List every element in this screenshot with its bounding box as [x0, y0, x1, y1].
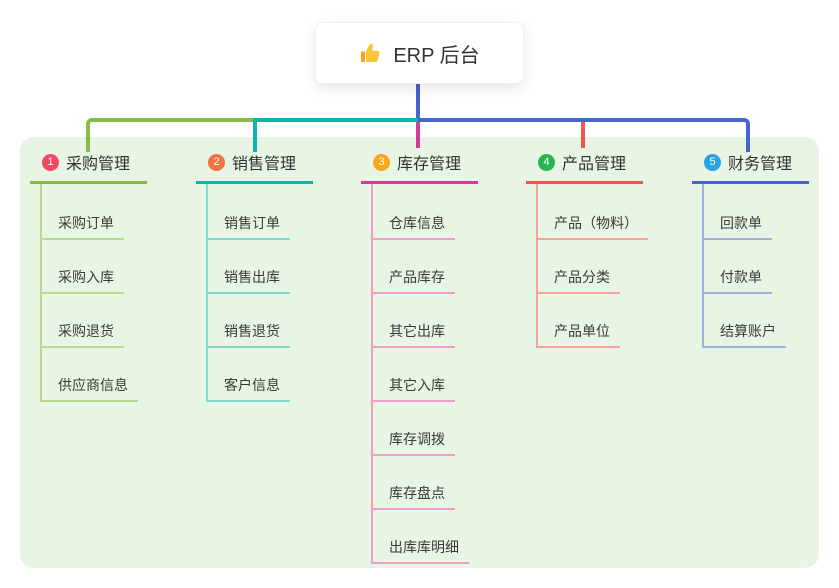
- branch-label: 采购管理: [66, 156, 131, 173]
- child-node[interactable]: 销售退货: [208, 321, 290, 348]
- branch-children: 采购订单 采购入库 采购退货 供应商信息: [40, 184, 190, 402]
- child-node[interactable]: 采购入库: [42, 267, 124, 294]
- root-label: ERP 后台: [393, 44, 480, 67]
- branch-title[interactable]: 4 产品管理: [526, 148, 643, 184]
- child-row: 销售订单: [208, 186, 356, 240]
- child-row: 回款单: [704, 186, 839, 240]
- child-node[interactable]: 客户信息: [208, 375, 290, 402]
- child-row: 销售出库: [208, 240, 356, 294]
- branch-children: 销售订单 销售出库 销售退货 客户信息: [206, 184, 356, 402]
- child-row: 产品库存: [373, 240, 521, 294]
- child-node[interactable]: 供应商信息: [42, 375, 138, 402]
- child-row: 库存盘点: [373, 456, 521, 510]
- branch-children: 产品（物料） 产品分类 产品单位: [536, 184, 686, 348]
- thumbs-up-icon: [359, 41, 383, 65]
- child-node[interactable]: 采购退货: [42, 321, 124, 348]
- child-row: 采购入库: [42, 240, 190, 294]
- branch-label: 销售管理: [232, 156, 297, 173]
- branch-number-badge: 3: [373, 153, 390, 171]
- child-row: 库存调拨: [373, 402, 521, 456]
- child-row: 客户信息: [208, 348, 356, 402]
- child-node[interactable]: 产品分类: [538, 267, 620, 294]
- branch-title[interactable]: 1 采购管理: [30, 148, 147, 184]
- branch-label: 产品管理: [562, 156, 627, 173]
- branch-number-badge: 4: [538, 153, 555, 171]
- branch-column: 2 销售管理 销售订单 销售出库 销售退货 客户信息: [196, 148, 356, 402]
- child-row: 仓库信息: [373, 186, 521, 240]
- child-row: 产品分类: [538, 240, 686, 294]
- child-node[interactable]: 仓库信息: [373, 213, 455, 240]
- child-node[interactable]: 销售出库: [208, 267, 290, 294]
- branch-title[interactable]: 2 销售管理: [196, 148, 313, 184]
- branch-column: 3 库存管理 仓库信息 产品库存 其它出库 其它入库 库存调拨 库存盘点 出库库…: [361, 148, 521, 564]
- child-node[interactable]: 库存调拨: [373, 429, 455, 456]
- branch-label: 财务管理: [728, 156, 793, 173]
- child-node[interactable]: 结算账户: [704, 321, 786, 348]
- child-node[interactable]: 回款单: [704, 213, 772, 240]
- child-row: 付款单: [704, 240, 839, 294]
- child-node[interactable]: 产品库存: [373, 267, 455, 294]
- branch-number-badge: 5: [704, 153, 721, 171]
- child-row: 采购订单: [42, 186, 190, 240]
- child-node[interactable]: 库存盘点: [373, 483, 455, 510]
- branch-number-badge: 2: [208, 153, 225, 171]
- child-row: 采购退货: [42, 294, 190, 348]
- child-row: 其它出库: [373, 294, 521, 348]
- branch-children: 仓库信息 产品库存 其它出库 其它入库 库存调拨 库存盘点 出库库明细: [371, 184, 521, 564]
- branch-column: 4 产品管理 产品（物料） 产品分类 产品单位: [526, 148, 686, 348]
- child-node[interactable]: 付款单: [704, 267, 772, 294]
- branch-column: 1 采购管理 采购订单 采购入库 采购退货 供应商信息: [30, 148, 190, 402]
- child-node[interactable]: 其它入库: [373, 375, 455, 402]
- child-row: 其它入库: [373, 348, 521, 402]
- child-node[interactable]: 出库库明细: [373, 537, 469, 564]
- child-row: 销售退货: [208, 294, 356, 348]
- child-node[interactable]: 产品（物料）: [538, 213, 648, 240]
- branch-children: 回款单 付款单 结算账户: [702, 184, 839, 348]
- child-node[interactable]: 销售订单: [208, 213, 290, 240]
- child-node[interactable]: 采购订单: [42, 213, 124, 240]
- root-node[interactable]: ERP 后台: [315, 22, 524, 84]
- branch-title[interactable]: 3 库存管理: [361, 148, 478, 184]
- connector-root-stem: [416, 82, 420, 120]
- child-node[interactable]: 产品单位: [538, 321, 620, 348]
- child-row: 产品单位: [538, 294, 686, 348]
- child-row: 出库库明细: [373, 510, 521, 564]
- branch-column: 5 财务管理 回款单 付款单 结算账户: [692, 148, 839, 348]
- branch-label: 库存管理: [397, 156, 462, 173]
- child-row: 结算账户: [704, 294, 839, 348]
- child-row: 供应商信息: [42, 348, 190, 402]
- child-node[interactable]: 其它出库: [373, 321, 455, 348]
- branches-panel: [20, 137, 819, 568]
- branch-title[interactable]: 5 财务管理: [692, 148, 809, 184]
- branch-number-badge: 1: [42, 153, 59, 171]
- child-row: 产品（物料）: [538, 186, 686, 240]
